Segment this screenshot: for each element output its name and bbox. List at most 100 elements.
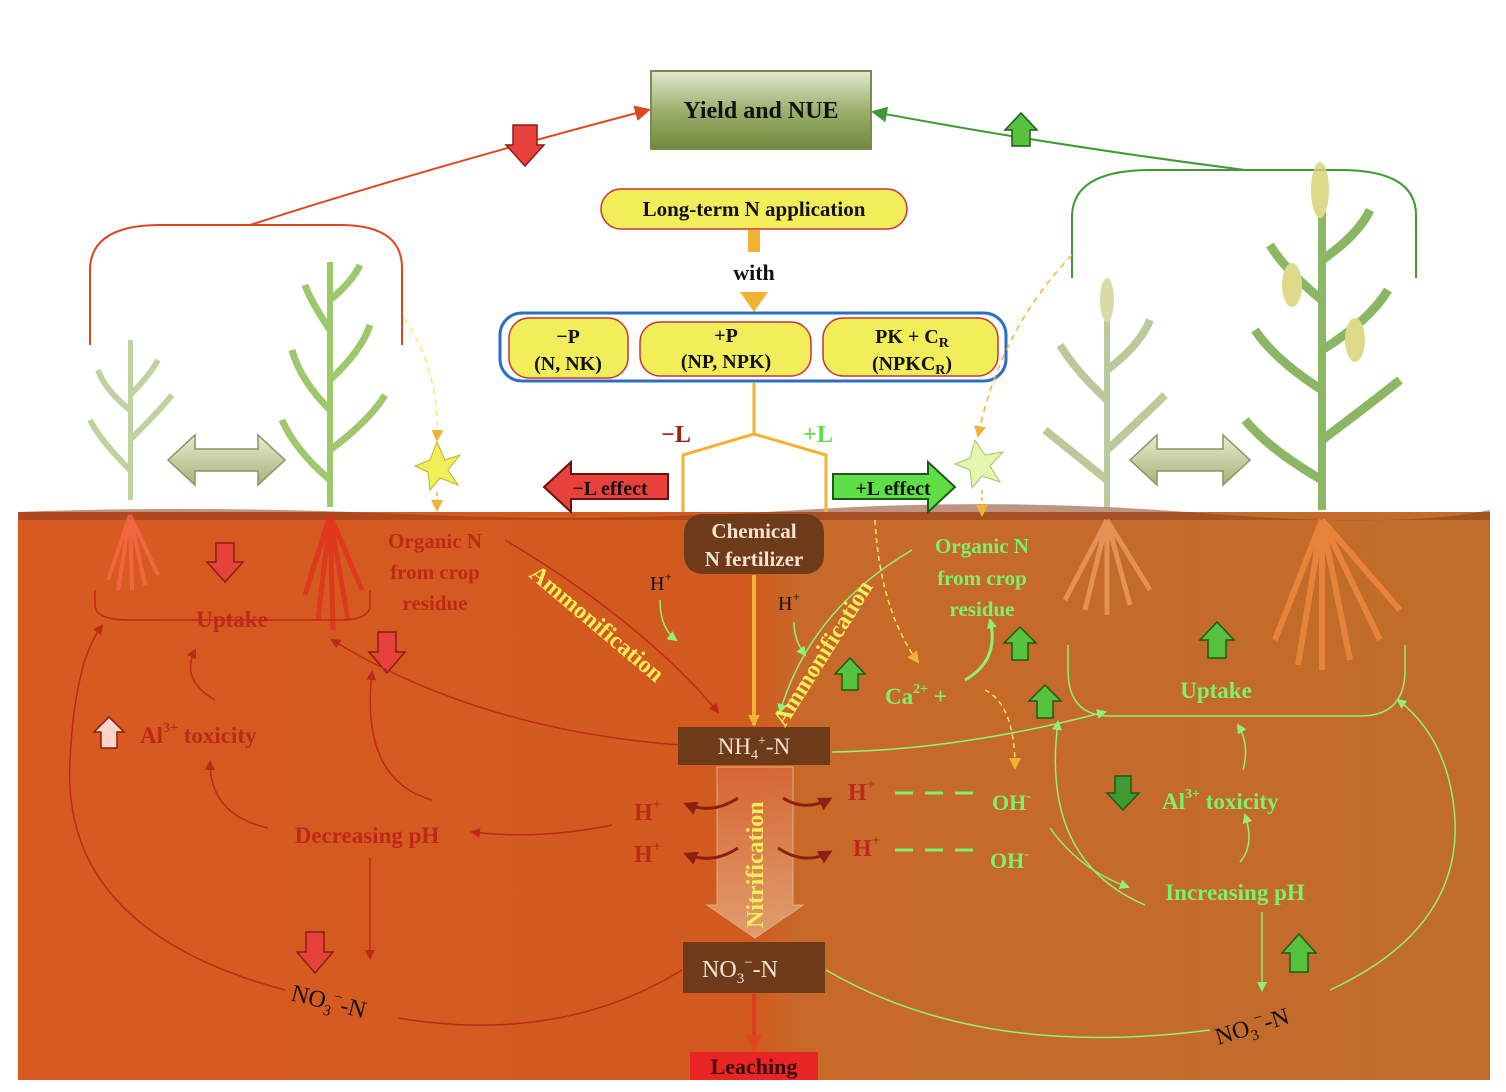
right-organic-n-line1: Organic N — [935, 534, 1029, 558]
plus-l-effect-arrow: +L effect — [832, 459, 957, 515]
ph-to-right-organic-arrow — [1052, 720, 1146, 906]
left-organic-n-line1: Organic N — [388, 529, 482, 553]
ca-to-oh-dashed-arrow — [984, 689, 1021, 770]
lime-branch-lines — [681, 383, 828, 512]
leaching-box — [690, 1052, 818, 1080]
h-plus-left-top: H+ — [650, 569, 672, 595]
left-organic-down-icon — [367, 631, 407, 675]
ph-to-right-al-arrow — [1239, 813, 1253, 863]
left-no3-down-icon — [295, 931, 335, 975]
right-uptake-up-icon — [1198, 620, 1236, 659]
h-plus-right-top: H+ — [778, 589, 800, 615]
nh4-box: NH4+-N — [678, 727, 830, 765]
left-al-toxicity-label: Al3+ toxicity — [140, 721, 257, 748]
soil-surface — [18, 504, 1490, 521]
nh4-to-left-uptake-arrow — [330, 638, 681, 746]
leaching-label: Leaching — [711, 1054, 798, 1079]
right-al-down-icon — [1105, 775, 1141, 812]
left-al-up-icon — [92, 715, 126, 749]
application-stem — [748, 230, 760, 252]
application-label: Long-term N application — [643, 197, 866, 221]
right-plant-small — [1042, 278, 1168, 508]
right-ammonification-arrow — [777, 549, 913, 714]
plus-l-effect-label: +L effect — [855, 478, 931, 500]
treatment-plus-p-line2: (NP, NPK) — [681, 351, 771, 373]
right-organic-n-line3: residue — [950, 597, 1015, 621]
treatment-plus-p: +P (NP, NPK) — [639, 321, 812, 377]
minus-l-label: −L — [661, 422, 691, 448]
treatment-minus-p-line2: (N, NK) — [534, 353, 602, 375]
h-plus-mid-left-2: H+ — [634, 839, 661, 868]
h-plus-mid-left-1: H+ — [634, 797, 661, 826]
left-roots-small — [106, 514, 160, 591]
left-uptake-bracket — [94, 590, 371, 621]
yield-nue-label: Yield and NUE — [683, 98, 838, 124]
right-residue-icon — [953, 438, 1005, 490]
chemical-fertilizer-box: Chemical N fertilizer — [684, 514, 824, 574]
no3-center-label: NO3−-N — [702, 955, 778, 987]
right-organic-n-line2: from crop — [937, 566, 1027, 590]
ca-up-icon — [833, 656, 867, 691]
treatment-pk-cr-line2: (NPKCR) — [872, 353, 952, 378]
h-release-arrow-3 — [782, 796, 833, 811]
ph-to-al-arrow — [205, 760, 269, 829]
ph-to-organic-arrow — [366, 670, 433, 801]
right-uptake-label: Uptake — [1180, 678, 1252, 703]
left-ammonification-arrow — [504, 539, 720, 714]
treatment-pk-cr-line1: PK + CR — [875, 326, 950, 351]
right-roots-small — [1062, 518, 1153, 615]
left-uptake-down-icon — [205, 542, 245, 584]
treatment-minus-p: −P (N, NK) — [508, 317, 629, 379]
treatment-pk-cr: PK + CR (NPKCR) — [822, 317, 999, 378]
left-organic-n-line2: from crop — [390, 560, 480, 584]
nh4-to-right-uptake-arrow — [831, 709, 1107, 753]
ca-to-organic-arrow — [964, 618, 997, 682]
chemical-fertilizer-line2: N fertilizer — [705, 547, 804, 571]
h-plus-right-top-arrow — [793, 621, 807, 657]
left-uptake-label: Uptake — [196, 607, 268, 632]
right-increasing-ph-label: Increasing pH — [1165, 880, 1305, 905]
h-release-arrow-1 — [683, 796, 739, 815]
no3-to-right-no3-line — [825, 969, 1211, 1039]
left-plant-small — [87, 340, 175, 500]
yield-up-arrow-icon — [1003, 111, 1039, 147]
right-uptake-bracket — [1067, 645, 1406, 717]
right-no3-to-uptake-arrow — [1329, 698, 1456, 991]
h-release-arrow-2 — [683, 846, 739, 865]
no3-to-left-no3-line — [397, 969, 683, 1026]
treatment-minus-p-line1: −P — [556, 326, 580, 348]
right-uptake-link-up-icon — [1027, 683, 1063, 719]
left-double-arrow-icon — [166, 433, 287, 487]
left-no3-to-uptake-arrow — [68, 624, 286, 991]
h-plus-mid-right-1: H+ — [848, 777, 875, 806]
left-plant-large — [278, 262, 389, 507]
nitrification-label: Nitrification — [743, 801, 769, 928]
al-to-uptake-arrow — [186, 648, 216, 701]
left-decreasing-ph-label: Decreasing pH — [295, 823, 440, 848]
no3-box: NO3−-N — [683, 942, 825, 993]
right-roots-large — [1272, 518, 1403, 670]
right-residue-dashed-arrow — [974, 254, 1073, 438]
lime-to-ca-dashed-arrow — [874, 519, 920, 664]
left-organic-n-line3: residue — [403, 591, 468, 615]
treatment-plus-p-line1: +P — [714, 325, 738, 347]
left-residue-dashed-arrow — [403, 317, 444, 442]
h-release-arrow-4 — [777, 846, 833, 864]
h-plus-left-top-arrow — [659, 599, 678, 642]
right-al-toxicity-label: Al3+ toxicity — [1162, 787, 1279, 814]
oh-to-increasing-ph-arrow — [1049, 827, 1130, 890]
right-double-arrow-icon — [1128, 433, 1252, 487]
right-to-yield-arrow — [871, 106, 1246, 171]
yield-nue-box: Yield and NUE — [650, 70, 872, 150]
oh-label-2: OH- — [990, 847, 1029, 873]
yield-down-arrow-icon — [504, 124, 546, 168]
minus-l-effect-label: −L effect — [572, 478, 648, 500]
oh-label-1: OH- — [992, 789, 1031, 815]
left-roots-large — [302, 514, 365, 631]
nitrification-arrow — [705, 766, 805, 939]
plus-l-label: +L — [803, 422, 833, 448]
with-label: with — [733, 260, 775, 285]
nh4-label: NH4+-N — [718, 734, 791, 763]
application-pill — [600, 188, 908, 230]
